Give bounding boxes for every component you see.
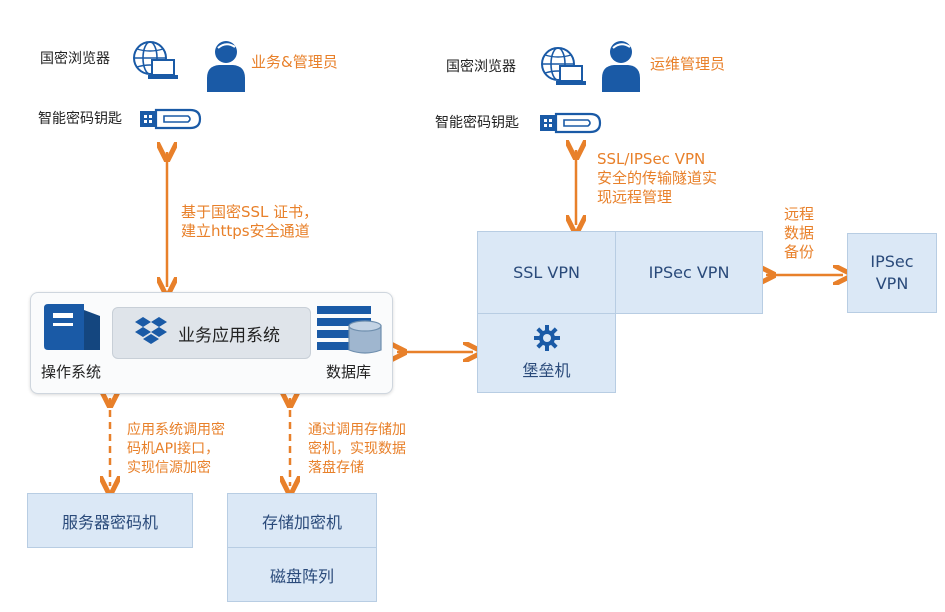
user-icon xyxy=(602,41,640,92)
ssl-vpn-box: SSL VPN xyxy=(477,231,616,314)
app-system-label: 业务应用系统 xyxy=(178,326,280,346)
remote-ipsec-line: IPSec xyxy=(870,252,914,271)
note-line: 备份 xyxy=(784,243,815,261)
left-link-note: 基于国密SSL 证书， 建立https安全通道 xyxy=(181,203,318,241)
right-link-note: SSL/IPSec VPN 安全的传输隧道实 现远程管理 xyxy=(597,150,717,207)
note-line: SSL/IPSec VPN xyxy=(597,150,706,168)
server-tower-icon xyxy=(44,304,100,350)
note-line: 应用系统调用密 xyxy=(127,422,225,438)
note-line: 远程 xyxy=(784,205,815,223)
disk-array-box: 磁盘阵列 xyxy=(227,547,377,602)
ssl-vpn-label: SSL VPN xyxy=(513,263,580,282)
note-line: 数据 xyxy=(784,224,815,242)
os-label: 操作系统 xyxy=(41,363,102,381)
storage-encryptor-label: 存储加密机 xyxy=(261,512,342,532)
server-hsm-label: 服务器密码机 xyxy=(61,512,158,532)
user-icon xyxy=(207,41,245,92)
remote-ipsec-line: VPN xyxy=(875,274,909,293)
remote-ipsec-box: IPSec VPN xyxy=(847,233,937,313)
usb-key-icon xyxy=(140,108,202,130)
right-role-label: 运维管理员 xyxy=(650,55,726,73)
bastion-label: 堡垒机 xyxy=(522,361,571,380)
ipsec-vpn-label: IPSec VPN xyxy=(648,263,730,282)
right-browser-label: 国密浏览器 xyxy=(446,59,516,75)
note-line: 建立https安全通道 xyxy=(181,222,310,240)
db-label: 数据库 xyxy=(326,363,372,381)
note-line: 基于国密SSL 证书， xyxy=(181,203,319,221)
note-line: 实现信源加密 xyxy=(127,460,211,476)
note-line: 安全的传输隧道实 xyxy=(597,169,718,187)
storage-encryptor-box: 存储加密机 xyxy=(227,493,377,548)
dropbox-icon xyxy=(135,317,167,344)
hsm-note: 应用系统调用密 码机API接口， 实现信源加密 xyxy=(127,421,225,478)
note-line: 密机，实现数据 xyxy=(308,441,406,457)
usb-key-icon xyxy=(540,112,602,134)
note-line: 通过调用存储加 xyxy=(308,422,406,438)
database-icon xyxy=(317,306,382,354)
left-key-label: 智能密码钥匙 xyxy=(38,111,122,127)
gear-icon xyxy=(533,325,560,351)
remote-backup-note: 远程 数据 备份 xyxy=(784,205,814,262)
note-line: 落盘存储 xyxy=(308,460,364,476)
ipsec-vpn-box: IPSec VPN xyxy=(615,231,763,314)
storage-note: 通过调用存储加 密机，实现数据 落盘存储 xyxy=(308,421,406,478)
server-hsm-box: 服务器密码机 xyxy=(27,493,193,548)
browser-globe-icon xyxy=(133,41,178,79)
right-key-label: 智能密码钥匙 xyxy=(435,115,519,131)
note-line: 现远程管理 xyxy=(597,188,673,206)
note-line: 码机API接口， xyxy=(127,441,220,457)
left-role-label: 业务&管理员 xyxy=(251,53,338,71)
bastion-box: 堡垒机 xyxy=(477,313,616,393)
left-browser-label: 国密浏览器 xyxy=(40,51,110,67)
disk-array-label: 磁盘阵列 xyxy=(269,566,334,586)
browser-globe-icon xyxy=(541,47,586,85)
